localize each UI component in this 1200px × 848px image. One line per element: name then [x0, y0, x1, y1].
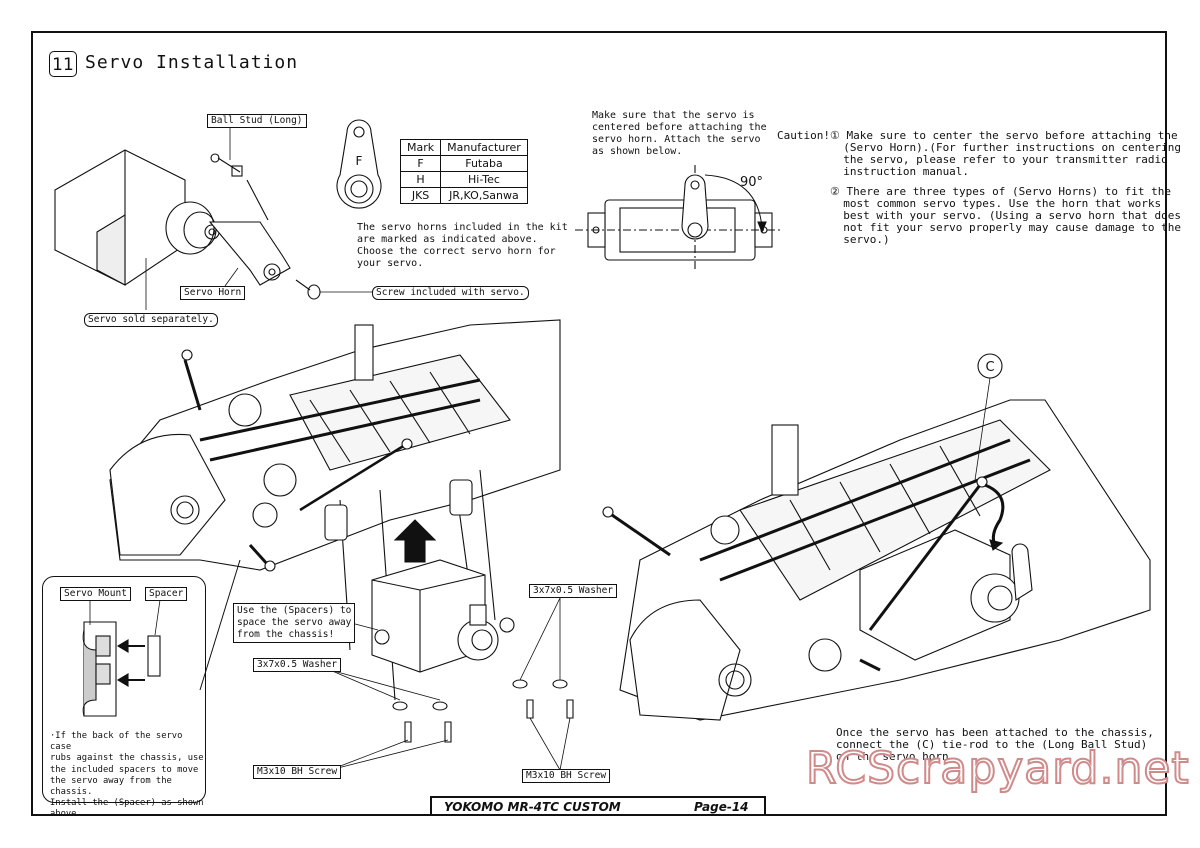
callout-line: rubs against the chassis, use	[50, 753, 204, 764]
page-number: Page-14	[694, 800, 749, 814]
callout-note: ·If the back of the servo case rubs agai…	[50, 731, 206, 821]
label-servo-mount: Servo Mount	[60, 587, 131, 601]
callout-line: ·If the back of the servo case	[50, 731, 183, 753]
tierod-note-line: on the servo horn.	[836, 750, 956, 763]
angle-label: 90°	[740, 175, 763, 190]
table-cell: JKS	[399, 187, 442, 204]
chassis-left-drawing	[109, 319, 574, 771]
label-use-spacers: Use the (Spacers) to space the servo awa…	[233, 603, 356, 643]
footer-title: YOKOMO MR-4TC CUSTOM	[444, 800, 621, 814]
horn-note: The servo horns included in the kit are …	[357, 222, 568, 270]
use-spacers-line-1: Use the (Spacers) to	[237, 605, 352, 616]
table-header-mark: Mark	[399, 139, 442, 156]
tierod-note: Once the servo has been attached to the …	[836, 727, 1154, 763]
label-washer-right: 3x7x0.5 Washer	[529, 584, 618, 598]
watermark: RCScrapyard.net	[805, 742, 1190, 795]
servo-centering-diagram	[575, 165, 780, 270]
label-ball-stud: Ball Stud (Long)	[207, 114, 307, 128]
use-spacers-line-2: space the servo away	[237, 617, 352, 628]
servo-with-horn-drawing	[54, 128, 372, 310]
center-note-line: servo horn. Attach the servo	[592, 134, 761, 145]
label-screw-left: M3x10 BH Screw	[253, 765, 342, 779]
table-row: H Hi-Tec	[399, 171, 528, 188]
center-note-line: Make sure that the servo is	[592, 110, 755, 121]
caution-note-1: Caution!① Make sure to center the servo …	[777, 129, 1181, 178]
label-screw-included: Screw included with servo.	[372, 286, 529, 300]
table-row: F Futaba	[399, 155, 528, 172]
label-washer-left: 3x7x0.5 Washer	[253, 658, 342, 672]
table-header-row: Mark Manufacturer	[399, 139, 528, 156]
horn-note-line: your servo.	[357, 258, 424, 269]
table-cell: H	[399, 171, 442, 188]
label-screw-right: M3x10 BH Screw	[522, 769, 611, 783]
page-frame	[31, 31, 1167, 816]
page-title: Servo Installation	[85, 52, 299, 73]
center-note-line: centered before attaching the	[592, 122, 767, 133]
label-spacer: Spacer	[145, 587, 188, 601]
label-servo-sold: Servo sold separately.	[84, 313, 218, 327]
table-cell: Futaba	[440, 155, 528, 172]
horn-note-line: The servo horns included in the kit	[357, 222, 568, 233]
manufacturer-table: Mark Manufacturer F Futaba H Hi-Tec JKS …	[399, 139, 528, 204]
footer-bar: YOKOMO MR-4TC CUSTOM Page-14	[430, 796, 766, 816]
center-note-line: as shown below.	[592, 146, 683, 157]
horn-note-line: Choose the correct servo horn for	[357, 246, 556, 257]
horn-note-line: are marked as indicated above.	[357, 234, 538, 245]
table-row: JKS JR,KO,Sanwa	[399, 187, 528, 204]
spacer-detail-drawing	[82, 599, 161, 717]
chassis-right-drawing	[602, 353, 1151, 721]
table-cell: F	[399, 155, 442, 172]
tierod-note-line: Once the servo has been attached to the …	[836, 726, 1154, 739]
callout-line: the included spacers to move	[50, 764, 199, 775]
circle-c-label: C	[985, 360, 994, 375]
use-spacers-line-3: from the chassis!	[237, 629, 335, 640]
table-header-manufacturer: Manufacturer	[440, 139, 528, 156]
spacer-callout	[42, 576, 206, 803]
step-number: 11	[49, 51, 77, 77]
horn-mark-f: F	[356, 154, 363, 168]
label-servo-horn: Servo Horn	[180, 286, 246, 300]
servo-horn-f-drawing	[336, 119, 382, 209]
table-cell: Hi-Tec	[440, 171, 528, 188]
callout-line: above.	[50, 809, 82, 820]
tierod-note-line: connect the (C) tie-rod to the (Long Bal…	[836, 738, 1148, 751]
center-note: Make sure that the servo is centered bef…	[592, 110, 767, 158]
caution-note-2: ② There are three types of (Servo Horns)…	[829, 185, 1181, 246]
table-cell: JR,KO,Sanwa	[440, 187, 528, 204]
callout-line: the servo away from the chassis.	[50, 775, 172, 798]
callout-line: Install the (Spacer) as shown	[50, 798, 204, 809]
